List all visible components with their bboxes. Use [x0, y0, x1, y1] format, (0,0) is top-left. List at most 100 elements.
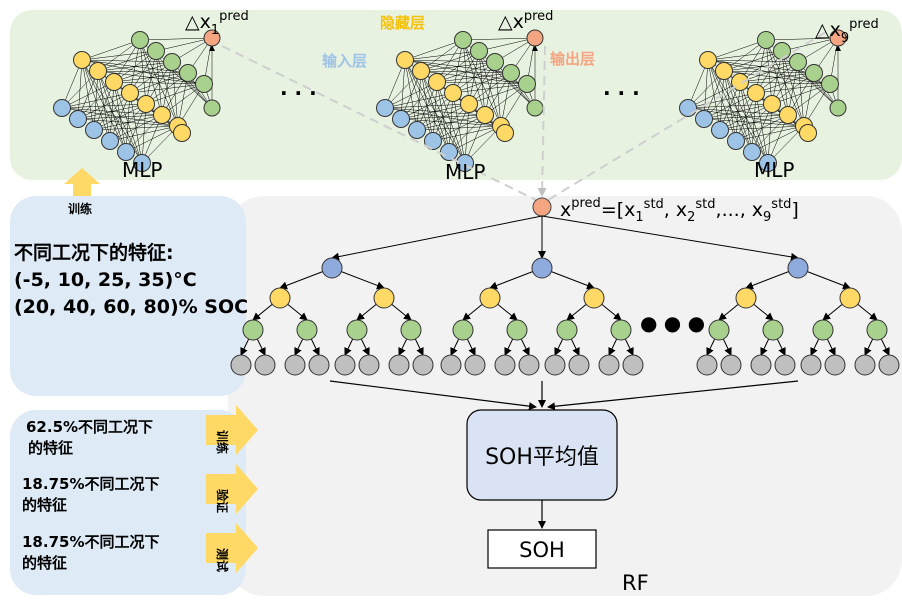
tree-level2-node	[556, 319, 578, 341]
tree-leaf-node	[774, 354, 796, 376]
mlp-hidden2-node	[195, 75, 213, 93]
tree-leaf-node	[622, 354, 644, 376]
output-layer-label: 输出层	[550, 50, 595, 68]
tree-leaf-node	[308, 354, 330, 376]
tree-leaf-node	[388, 354, 410, 376]
mlp-edge	[404, 59, 434, 142]
split-line2-train: 的特征	[28, 439, 74, 457]
mlp-edge	[404, 39, 464, 61]
tree-leaf-node	[696, 354, 718, 376]
feature-panel	[10, 196, 246, 396]
tree-leaf-node	[544, 354, 566, 376]
split-arrow-val	[206, 464, 258, 514]
split-item-train: 62.5%不同工况下 的特征	[26, 417, 153, 459]
split-item-val: 18.75%不同工况下 的特征	[22, 474, 159, 516]
dash-line-1	[221, 45, 537, 201]
soh-average-box	[466, 409, 618, 501]
mlp-hidden-node	[763, 95, 781, 113]
mlp-hidden2-node	[486, 53, 504, 71]
mlp-hidden2-node	[470, 42, 488, 60]
mlp-input-node	[101, 132, 119, 150]
mlp-edge	[494, 61, 502, 127]
mlp-edge	[478, 50, 502, 127]
mlp-input-node	[743, 143, 761, 161]
mlp-edge	[171, 61, 179, 127]
delta-x1-label: △x1pred	[185, 9, 249, 38]
mlp-network-1	[53, 29, 221, 172]
mlp-edge	[464, 103, 470, 164]
mlp-edge	[462, 39, 470, 105]
dashed-connectors	[221, 31, 827, 201]
tree-level1-node	[735, 287, 757, 309]
mlp-edge	[155, 50, 179, 127]
mlp-edge	[494, 61, 536, 109]
mlp-label-1: MLP	[122, 158, 162, 182]
mlp-edge	[97, 70, 143, 164]
mlp-hidden-node	[396, 51, 414, 69]
mlp-input-node	[695, 110, 713, 128]
mlp-output-node	[526, 29, 544, 47]
tree-leaf-node	[284, 354, 306, 376]
mlp-edge	[755, 92, 769, 164]
tree-leaf-node	[720, 354, 742, 376]
dash-line-2	[537, 45, 547, 197]
tree-level1-node	[839, 287, 861, 309]
mlp-edge	[765, 39, 773, 105]
mlp-input-node	[69, 110, 87, 128]
mlp-edge	[462, 35, 536, 42]
mlp-input-node	[117, 143, 135, 161]
tree-leaf-node	[518, 354, 540, 376]
mlp-edge	[139, 39, 147, 105]
train-up-arrow	[64, 168, 100, 196]
mlp-network-3	[679, 29, 847, 172]
mlp-input-node	[711, 121, 729, 139]
mlp-hidden-node	[747, 84, 765, 102]
mlp-hidden-node	[121, 84, 139, 102]
mlp-hidden2-node	[454, 31, 472, 49]
delta-x9-label: △x9pred	[815, 17, 879, 46]
mlp-input-node	[679, 99, 697, 117]
tree-level2-node	[762, 319, 784, 341]
split-item-test: 18.75%不同工况下 的特征	[22, 532, 159, 574]
tree-level2-node	[506, 319, 528, 341]
mlp-input-node	[727, 132, 745, 150]
mlp-edge	[81, 39, 141, 61]
mlp-input-node	[133, 154, 151, 172]
mlp-edge	[81, 59, 111, 142]
xpred-node	[532, 197, 552, 217]
mlp-edge	[781, 50, 805, 127]
mlp-input-node	[376, 99, 394, 117]
tree-level2-node	[346, 319, 368, 341]
mlp-text: △x1pred △xpred △x9pred 隐藏层 输入层 输出层 MLP M…	[122, 9, 879, 184]
mlp-edge	[139, 35, 213, 42]
tree-leaf-node	[878, 354, 900, 376]
split-arrow-test	[206, 523, 258, 573]
split-pct-train: 62.5%不同工况下	[26, 418, 154, 436]
tree-level1-node	[269, 287, 291, 309]
tree-level2-node	[610, 319, 632, 341]
soh-output-box	[487, 529, 597, 569]
tree-leaf-node	[568, 354, 590, 376]
mlp-edge	[767, 103, 773, 164]
soh-average-label: SOH平均值	[485, 445, 599, 470]
rf-label: RF	[622, 571, 649, 595]
xpred-vector: xpred=[x1std, x2std,..., x9std]	[560, 196, 799, 225]
tree-level1-node	[479, 287, 501, 309]
mlp-hidden-node	[496, 124, 514, 142]
mlp-edge	[171, 61, 213, 109]
mlp-output-node	[829, 29, 847, 47]
mlp-edge	[707, 59, 753, 153]
mlp-hidden-node	[476, 106, 494, 124]
mlp-edge	[420, 70, 466, 164]
mlp-hidden-node	[73, 51, 91, 69]
tree-leaf-node	[598, 354, 620, 376]
tree-level1-node	[583, 287, 605, 309]
mlp-hidden2-node	[821, 75, 839, 93]
tree-leaf-node	[440, 354, 462, 376]
tree-leaf-node	[358, 354, 380, 376]
tree-level2-node	[812, 319, 834, 341]
mlp-edge	[765, 39, 805, 127]
mlp-hidden-node	[715, 62, 733, 80]
tree-root-node	[321, 257, 343, 279]
